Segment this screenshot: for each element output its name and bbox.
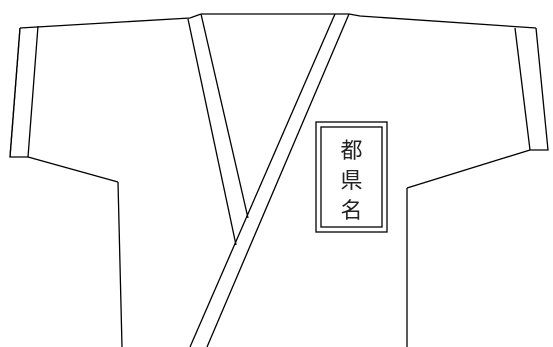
- left-cuff-band: [9, 27, 21, 158]
- left-lapel: [187, 13, 249, 246]
- right-lapel-outer-edge: [206, 13, 350, 347]
- left-lapel-outer-edge: [200, 13, 249, 219]
- left-body-side: [117, 181, 123, 347]
- left-sleeve-underarm: [27, 156, 119, 183]
- name-tag-outer-border: [315, 121, 388, 233]
- name-tag-char-1: 都: [340, 139, 362, 164]
- right-sleeve-outline: [514, 27, 549, 151]
- left-lapel-inner-edge: [187, 18, 237, 246]
- name-tag-inner-border: [320, 126, 383, 228]
- right-sleeve-underarm: [406, 149, 531, 189]
- right-lapel-inner-edge: [189, 13, 336, 347]
- right-lapel: [189, 13, 350, 347]
- name-tag-char-3: 名: [340, 199, 362, 224]
- name-tag: 都 県 名: [315, 121, 388, 233]
- left-sleeve-outline: [9, 25, 39, 158]
- right-sleeve: [406, 27, 549, 189]
- left-sleeve: [9, 25, 119, 183]
- right-shoulder-line: [348, 13, 537, 29]
- left-shoulder-line: [19, 13, 202, 29]
- name-tag-char-2: 県: [340, 169, 362, 194]
